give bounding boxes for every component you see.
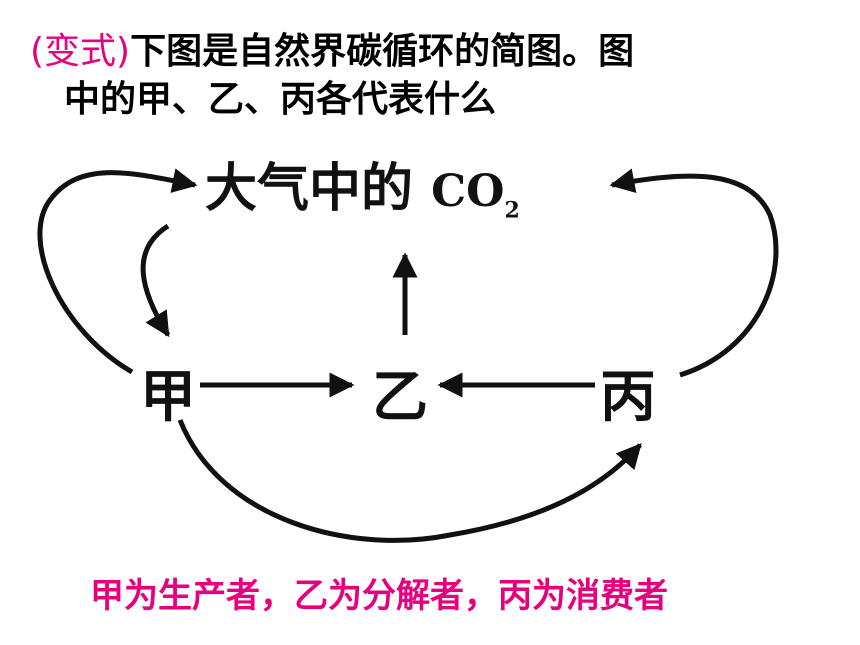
node-jia: 甲: [140, 364, 196, 430]
question-line-1: 下图是自然界碳循环的简图。图: [130, 31, 635, 72]
node-co2-formula: CO: [431, 166, 505, 217]
arrow-co2-to-jia: [140, 223, 171, 338]
answer-text: 甲为生产者，乙为分解者，丙为消费者: [90, 576, 668, 616]
question-tag: (变式): [30, 31, 131, 72]
node-yi: 乙: [372, 364, 428, 430]
node-bing: 丙: [600, 364, 656, 430]
question-line-2: 中的甲、乙、丙各代表什么: [64, 79, 497, 120]
arrow-jia-to-co2: [37, 168, 198, 375]
node-co2-prefix: 大气中的: [205, 158, 414, 219]
arrow-bing-to-co2: [609, 168, 779, 378]
node-atmosphere-co2: 大气中的 CO2: [205, 146, 520, 223]
node-co2-subscript: 2: [504, 197, 520, 224]
arrow-jia-to-bing: [177, 419, 642, 543]
question-text: (变式)下图是自然界碳循环的简图。图 中的甲、乙、丙各代表什么: [30, 28, 830, 124]
